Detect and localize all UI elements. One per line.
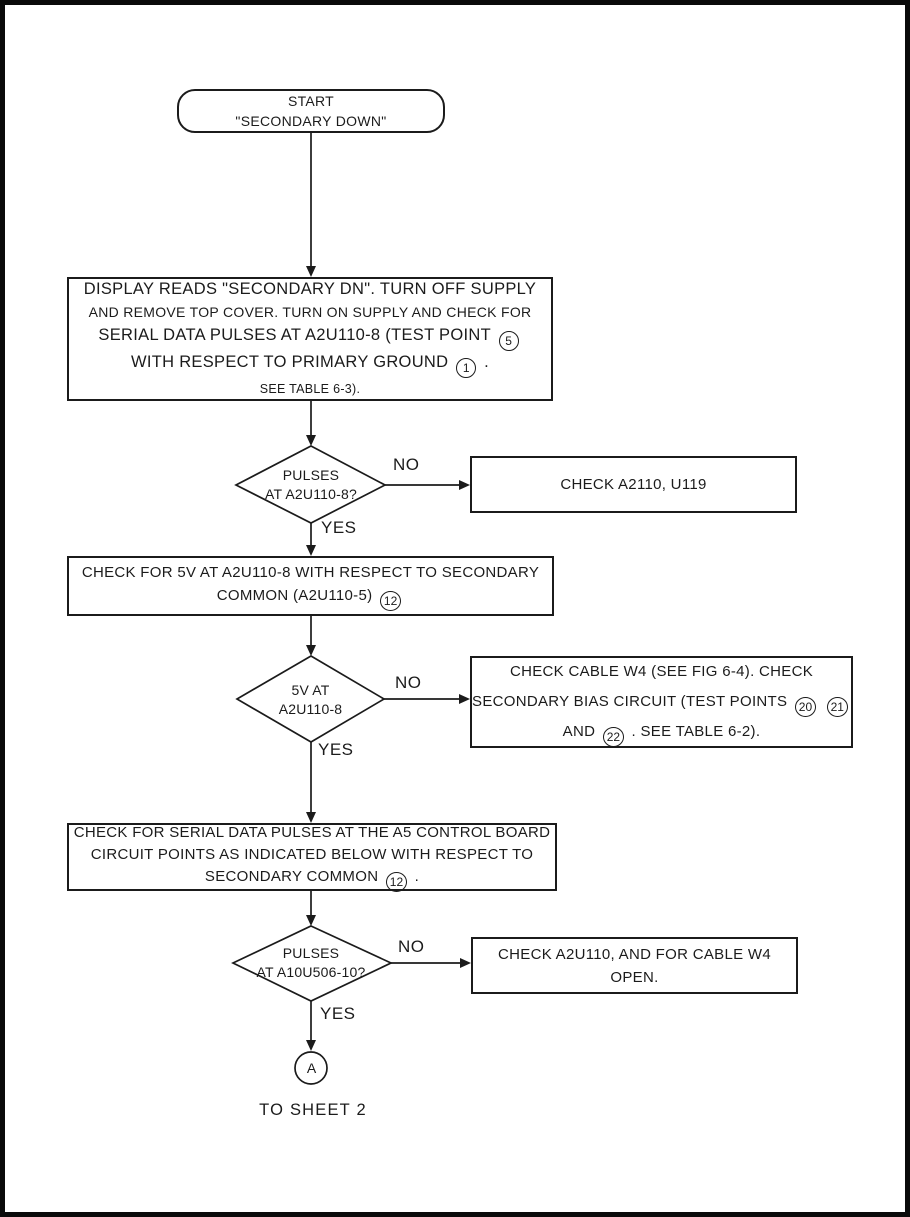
process-line: DISPLAY READS "SECONDARY DN". TURN OFF S… bbox=[83, 279, 537, 298]
decision-line: AT A10U506-10? bbox=[256, 964, 366, 980]
process-check-a2u110-open: CHECK A2U110, AND FOR CABLE W4 OPEN. bbox=[471, 937, 798, 994]
process-line: CHECK A2110, U119 bbox=[560, 476, 707, 493]
process-check-serial-a5: CHECK FOR SERIAL DATA PULSES AT THE A5 C… bbox=[67, 823, 557, 892]
decision-5v-text: 5V AT A2U110-8 bbox=[237, 681, 384, 719]
process-line: SECONDARY BIAS CIRCUIT (TEST POINTS 20 2… bbox=[472, 687, 851, 717]
process-line: SECONDARY COMMON 12 . bbox=[205, 866, 419, 892]
arrowhead-into-display bbox=[306, 266, 316, 277]
test-point-circle: 5 bbox=[498, 330, 519, 351]
test-point-circle: 22 bbox=[602, 727, 625, 747]
test-point-circle: 12 bbox=[385, 872, 408, 892]
process-display-reads: DISPLAY READS "SECONDARY DN". TURN OFF S… bbox=[67, 277, 553, 401]
arrowhead-into-check-a2110 bbox=[459, 480, 470, 490]
process-line: CIRCUIT POINTS AS INDICATED BELOW WITH R… bbox=[90, 846, 534, 863]
process-check-5v: CHECK FOR 5V AT A2U110-8 WITH RESPECT TO… bbox=[67, 556, 554, 616]
connector-a-label: A bbox=[306, 1060, 317, 1076]
decision-pulses-a2u110-text: PULSES AT A2U110-8? bbox=[236, 466, 386, 504]
decision-line: A2U110-8 bbox=[278, 701, 343, 717]
arrowhead-into-check5v bbox=[306, 545, 316, 556]
arrowhead-into-d3 bbox=[306, 915, 316, 926]
process-line: CHECK A2U110, AND FOR CABLE W4 OPEN. bbox=[498, 945, 771, 986]
branch-label-no: NO bbox=[395, 673, 422, 692]
decision-line: PULSES bbox=[282, 945, 340, 961]
start-line: START bbox=[287, 93, 335, 109]
branch-label-no: NO bbox=[398, 937, 425, 956]
to-sheet-2-label: TO SHEET 2 bbox=[259, 1101, 367, 1119]
process-line: SEE TABLE 6-3). bbox=[259, 381, 361, 396]
process-line: CHECK FOR 5V AT A2U110-8 WITH RESPECT TO… bbox=[81, 564, 540, 581]
arrowhead-into-check-a2u110 bbox=[460, 958, 471, 968]
decision-line: AT A2U110-8? bbox=[265, 486, 357, 502]
decision-line: PULSES bbox=[282, 467, 340, 483]
process-check-a2110: CHECK A2110, U119 bbox=[470, 456, 797, 513]
branch-label-yes: YES bbox=[320, 1004, 356, 1023]
test-point-circle: 12 bbox=[379, 591, 402, 611]
test-point-circle: 21 bbox=[826, 697, 848, 717]
arrowhead-into-d2 bbox=[306, 645, 316, 656]
process-line: CHECK FOR SERIAL DATA PULSES AT THE A5 C… bbox=[73, 824, 551, 841]
process-line: CHECK CABLE W4 (SEE FIG 6-4). CHECK bbox=[509, 663, 814, 680]
process-line: COMMON (A2U110-5) 12 bbox=[217, 584, 405, 611]
process-line: AND REMOVE TOP COVER. TURN ON SUPPLY AND… bbox=[88, 303, 532, 320]
branch-label-yes: YES bbox=[321, 518, 357, 537]
process-line: WITH RESPECT TO PRIMARY GROUND 1 . bbox=[131, 351, 489, 378]
decision-pulses-a10u506-text: PULSES AT A10U506-10? bbox=[223, 944, 399, 982]
decision-line: 5V AT bbox=[291, 682, 330, 698]
branch-label-yes: YES bbox=[318, 740, 354, 759]
arrowhead-into-check-cable bbox=[459, 694, 470, 704]
start-line: "SECONDARY DOWN" bbox=[235, 113, 387, 129]
process-check-cable-w4: CHECK CABLE W4 (SEE FIG 6-4). CHECK SECO… bbox=[470, 656, 853, 748]
process-line: AND 22 . SEE TABLE 6-2). bbox=[563, 717, 761, 747]
branch-label-no: NO bbox=[393, 455, 420, 474]
arrowhead-into-d1 bbox=[306, 435, 316, 446]
start-node: START "SECONDARY DOWN" bbox=[177, 89, 445, 133]
test-point-circle: 1 bbox=[456, 357, 477, 378]
test-point-circle: 20 bbox=[794, 697, 817, 717]
arrowhead-into-connector bbox=[306, 1040, 316, 1051]
process-line: SERIAL DATA PULSES AT A2U110-8 (TEST POI… bbox=[98, 324, 521, 351]
